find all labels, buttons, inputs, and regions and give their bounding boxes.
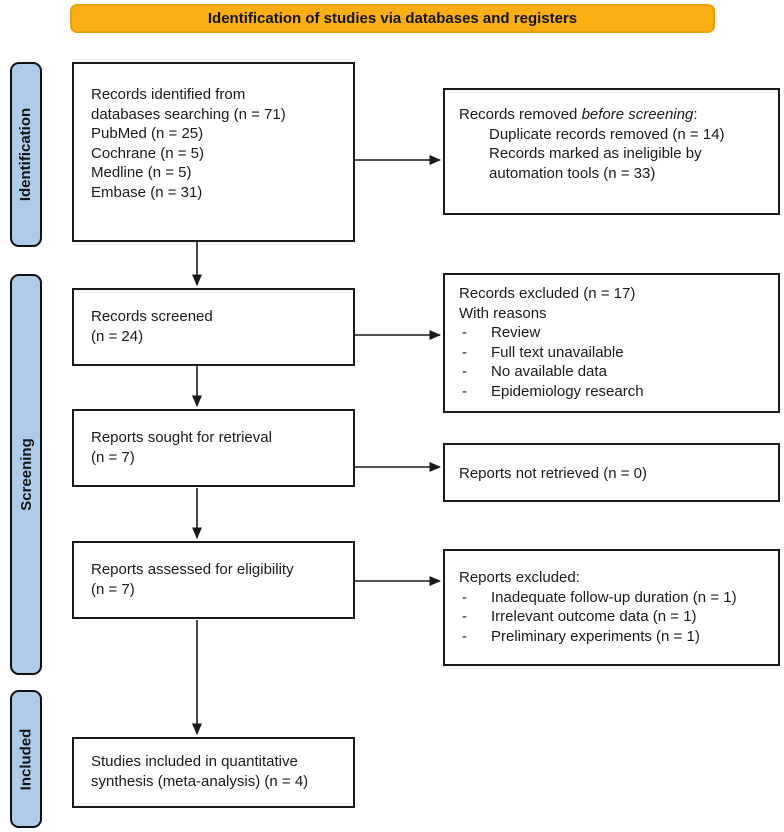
- box-text-line: Records marked as ineligible by: [489, 145, 702, 162]
- box-title: Records excluded (n = 17): [459, 285, 636, 302]
- stage-label-text: Screening: [17, 438, 35, 511]
- reason-text: Irrelevant outcome data (n = 1): [491, 608, 697, 625]
- reason-text: Preliminary experiments (n = 1): [491, 627, 700, 645]
- box-records-screened: Records screened (n = 24): [72, 288, 355, 366]
- reason-text: Review: [491, 324, 541, 341]
- stage-label-identification: Identification: [10, 62, 42, 247]
- bullet-dash: -: [462, 608, 467, 625]
- box-studies-included: Studies included in quantitative synthes…: [72, 737, 355, 808]
- box-text-line: Studies included in quantitative: [91, 753, 298, 770]
- stage-label-included: Included: [10, 690, 42, 828]
- box-title-text: :: [693, 106, 698, 123]
- reason-item: - Inadequate follow-up duration (n = 1): [459, 588, 770, 608]
- reason-item: - No available data: [459, 362, 770, 382]
- box-records-identified: Records identified from databases search…: [72, 62, 355, 242]
- box-text-line: Reports not retrieved (n = 0): [459, 465, 648, 482]
- bullet-dash: -: [462, 382, 467, 400]
- box-reports-assessed: Reports assessed for eligibility (n = 7): [72, 541, 355, 619]
- box-text-line: Cochrane (n = 5): [91, 144, 204, 162]
- reason-item: - Irrelevant outcome data (n = 1): [459, 607, 770, 627]
- box-text-line: synthesis (meta-analysis) (n = 4): [91, 772, 309, 790]
- box-text-line: Duplicate records removed (n = 14): [489, 125, 725, 143]
- box-text-line: databases searching (n = 71): [91, 105, 286, 123]
- stage-label-text: Included: [17, 728, 35, 790]
- bullet-dash: -: [462, 343, 467, 361]
- reason-item: - Preliminary experiments (n = 1): [459, 627, 770, 647]
- box-text-line: Embase (n = 31): [91, 183, 203, 201]
- box-reports-sought: Reports sought for retrieval (n = 7): [72, 409, 355, 487]
- box-records-excluded: Records excluded (n = 17) With reasons -…: [443, 273, 780, 413]
- box-text-line: (n = 7): [91, 448, 135, 466]
- box-title: Records removed before screening:: [459, 105, 770, 125]
- reason-item: - Review: [459, 323, 770, 343]
- box-title-text: Records removed: [459, 106, 582, 123]
- box-reports-excluded: Reports excluded: - Inadequate follow-up…: [443, 549, 780, 666]
- bullet-dash: -: [462, 363, 467, 380]
- reason-text: Epidemiology research: [491, 382, 644, 400]
- reason-text: Full text unavailable: [491, 343, 624, 361]
- box-text-line: Records identified from: [91, 86, 246, 103]
- diagram-title-banner: Identification of studies via databases …: [70, 4, 715, 33]
- box-text-line: Reports sought for retrieval: [91, 429, 272, 446]
- stage-label-text: Identification: [17, 107, 35, 202]
- box-text-line: PubMed (n = 25): [91, 125, 204, 142]
- box-subtitle: With reasons: [459, 304, 547, 322]
- box-text-line: automation tools (n = 33): [489, 164, 656, 182]
- bullet-dash: -: [462, 627, 467, 645]
- bullet-dash: -: [462, 324, 467, 341]
- stage-label-screening: Screening: [10, 274, 42, 675]
- bullet-dash: -: [462, 588, 467, 606]
- box-text-line: Reports assessed for eligibility: [91, 561, 294, 578]
- box-title-italic: before screening: [581, 106, 694, 123]
- box-text-line: Records screened: [91, 308, 213, 325]
- box-text-line: Medline (n = 5): [91, 164, 192, 181]
- box-reports-not-retrieved: Reports not retrieved (n = 0): [443, 443, 780, 502]
- reason-item: - Full text unavailable: [459, 343, 770, 363]
- box-text-line: (n = 7): [91, 580, 135, 598]
- reason-text: No available data: [491, 363, 607, 380]
- reason-item: - Epidemiology research: [459, 382, 770, 402]
- reason-text: Inadequate follow-up duration (n = 1): [491, 588, 737, 606]
- box-records-removed: Records removed before screening: Duplic…: [443, 88, 780, 215]
- diagram-title: Identification of studies via databases …: [207, 10, 578, 27]
- box-title: Reports excluded:: [459, 569, 580, 586]
- box-text-line: (n = 24): [91, 327, 144, 345]
